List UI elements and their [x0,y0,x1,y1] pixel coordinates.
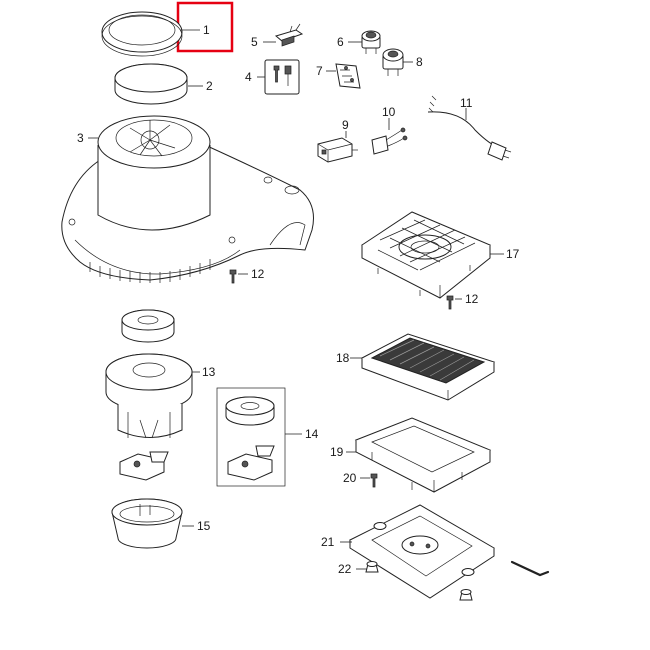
callout-7: 7 [316,64,323,78]
part-7-circuit-board[interactable] [335,63,361,89]
callout-1: 1 [203,23,210,37]
callout-8: 8 [416,55,423,69]
callout-12b: 12 [465,292,479,306]
part-10-cable-harness[interactable] [371,127,408,155]
part-11-power-cord[interactable] [427,95,512,161]
part-12-screw-left[interactable] [229,269,237,284]
callout-14: 14 [305,427,319,441]
callout-9: 9 [342,118,349,132]
callout-18: 18 [336,351,350,365]
part-18-hepa-filter[interactable] [360,333,496,401]
part-21-bottom-plate[interactable] [348,504,495,599]
part-6-button[interactable] [361,30,381,54]
callout-6: 6 [337,35,344,49]
allen-key-tool [510,560,550,577]
part-13-mount-pieces[interactable] [119,451,169,481]
callout-3: 3 [77,131,84,145]
callout-21: 21 [321,535,335,549]
part-14-kit[interactable] [216,387,286,487]
part-9-capacitor[interactable] [317,137,358,163]
callout-11: 11 [460,96,473,110]
part-8-switch-button[interactable] [382,48,404,76]
callout-4: 4 [245,70,252,84]
callout-2: 2 [206,79,213,93]
part-19-filter-frame[interactable] [354,417,492,493]
part-15-motor-cup[interactable] [111,498,183,549]
callout-5: 5 [251,35,258,49]
part-22-feet[interactable] [365,561,473,601]
part-2-filter-disc[interactable] [114,63,188,105]
callout-19: 19 [330,445,344,459]
callout-15: 15 [197,519,211,533]
part-20-screw[interactable] [370,473,378,488]
callout-22: 22 [338,562,352,576]
part-17-filter-cage[interactable] [361,211,491,299]
callout-13: 13 [202,365,216,379]
part-13-motor[interactable] [105,309,193,439]
part-5-switch[interactable] [274,23,304,47]
callout-10: 10 [382,105,396,119]
part-3-motor-housing[interactable] [61,115,314,283]
part-1-gasket-ring[interactable] [101,11,183,57]
callout-20: 20 [343,471,357,485]
callout-17: 17 [506,247,520,261]
part-12-screw-right[interactable] [446,295,454,310]
callout-12a: 12 [251,267,265,281]
part-4-screw-pack[interactable] [264,59,300,95]
